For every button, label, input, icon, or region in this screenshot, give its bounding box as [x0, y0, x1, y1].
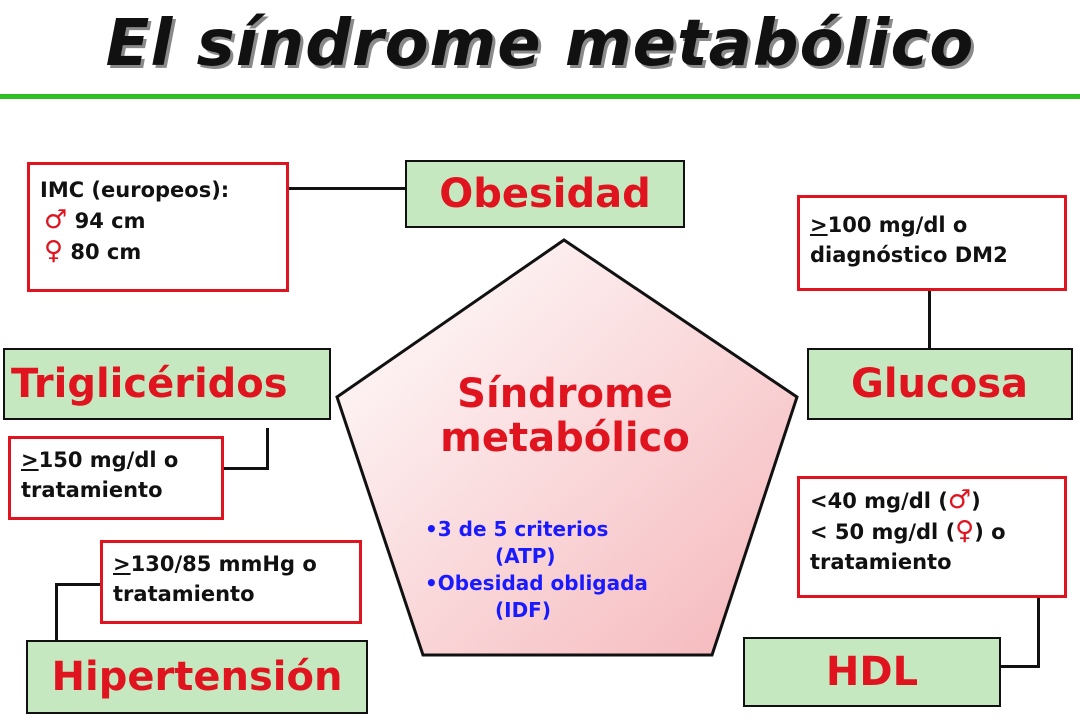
trigliceridos-prefix: > — [21, 448, 39, 472]
criteria-item: •Obesidad obligada — [425, 570, 648, 597]
glucosa-box: Glucosa — [807, 348, 1073, 420]
center-title-line1: Síndrome — [457, 371, 673, 417]
hdl-box: HDL — [743, 637, 1001, 707]
hipertension-prefix: > — [113, 552, 131, 576]
criteria-text: 3 de 5 criterios — [437, 517, 609, 541]
imc-male-value: 94 cm — [74, 209, 146, 233]
bullet: • — [425, 517, 438, 541]
hipertension-detail: >130/85 mmHg o tratamiento — [100, 540, 362, 624]
imc-female: ♀ 80 cm — [40, 236, 286, 267]
glucosa-value: 100 mg/dl o — [827, 213, 968, 237]
trigliceridos-label: Triglicéridos — [11, 361, 288, 407]
obesidad-box: Obesidad — [405, 160, 685, 228]
hdl-detail-line2: < 50 mg/dl (♀) o — [810, 516, 1064, 547]
hipertension-value: 130/85 mmHg o — [130, 552, 317, 576]
female-icon: ♀ — [44, 236, 64, 266]
obesidad-detail: IMC (europeos): ♂ 94 cm ♀ 80 cm — [27, 162, 289, 292]
trigliceridos-connector-v — [266, 428, 269, 470]
trigliceridos-detail-line2: tratamiento — [21, 478, 163, 502]
hdl-detail: <40 mg/dl (♂) < 50 mg/dl (♀) o tratamien… — [797, 476, 1067, 598]
hdl-detail-line1: <40 mg/dl (♂) — [810, 485, 1064, 516]
obesidad-connector — [289, 187, 405, 190]
trigliceridos-detail: >150 mg/dl o tratamiento — [8, 436, 224, 520]
hipertension-connector-v — [55, 583, 58, 640]
obesidad-label: Obesidad — [439, 171, 651, 217]
hipertension-label: Hipertensión — [51, 654, 343, 700]
hdl-label: HDL — [825, 649, 919, 695]
hdl-female-text: < 50 mg/dl ( — [810, 520, 956, 544]
glucosa-prefix: > — [810, 213, 828, 237]
criteria-list: •3 de 5 criterios (ATP) •Obesidad obliga… — [425, 516, 648, 624]
hipertension-connector-h — [55, 583, 103, 586]
trigliceridos-box: Triglicéridos — [3, 348, 331, 420]
imc-male: ♂ 94 cm — [40, 205, 286, 236]
bullet: • — [425, 571, 438, 595]
glucosa-detail: >100 mg/dl o diagnóstico DM2 — [797, 195, 1067, 291]
hdl-female-suffix: ) o — [974, 520, 1006, 544]
male-icon: ♂ — [947, 485, 972, 515]
hipertension-detail-line2: tratamiento — [113, 582, 255, 606]
page-title: El síndrome metabólico — [105, 7, 975, 81]
glucosa-detail-line2: diagnóstico DM2 — [810, 243, 1008, 267]
criteria-text: Obesidad obligada — [437, 571, 648, 595]
male-icon: ♂ — [44, 205, 68, 235]
hdl-connector-h — [1000, 665, 1040, 668]
hdl-male-text: <40 mg/dl ( — [810, 489, 948, 513]
glucosa-connector — [928, 291, 931, 348]
hdl-connector-v — [1037, 598, 1040, 668]
hipertension-detail-line1: >130/85 mmHg o — [113, 549, 359, 579]
hdl-detail-line3: tratamiento — [810, 550, 952, 574]
criteria-sub: (ATP) — [495, 544, 556, 568]
center-title: Síndrome metabólico — [400, 372, 730, 460]
hdl-male-suffix: ) — [971, 489, 981, 513]
glucosa-label: Glucosa — [851, 361, 1029, 407]
female-icon: ♀ — [955, 516, 975, 546]
trigliceridos-value: 150 mg/dl o — [38, 448, 179, 472]
imc-female-value: 80 cm — [70, 240, 142, 264]
center-title-line2: metabólico — [440, 415, 690, 461]
hipertension-box: Hipertensión — [26, 640, 368, 714]
glucosa-detail-line1: >100 mg/dl o — [810, 210, 1064, 240]
title-divider — [0, 94, 1080, 99]
criteria-sub: (IDF) — [495, 598, 551, 622]
criteria-item: •3 de 5 criterios — [425, 516, 648, 543]
trigliceridos-detail-line1: >150 mg/dl o — [21, 445, 221, 475]
imc-title: IMC (europeos): — [40, 178, 230, 202]
trigliceridos-connector-h — [224, 467, 269, 470]
